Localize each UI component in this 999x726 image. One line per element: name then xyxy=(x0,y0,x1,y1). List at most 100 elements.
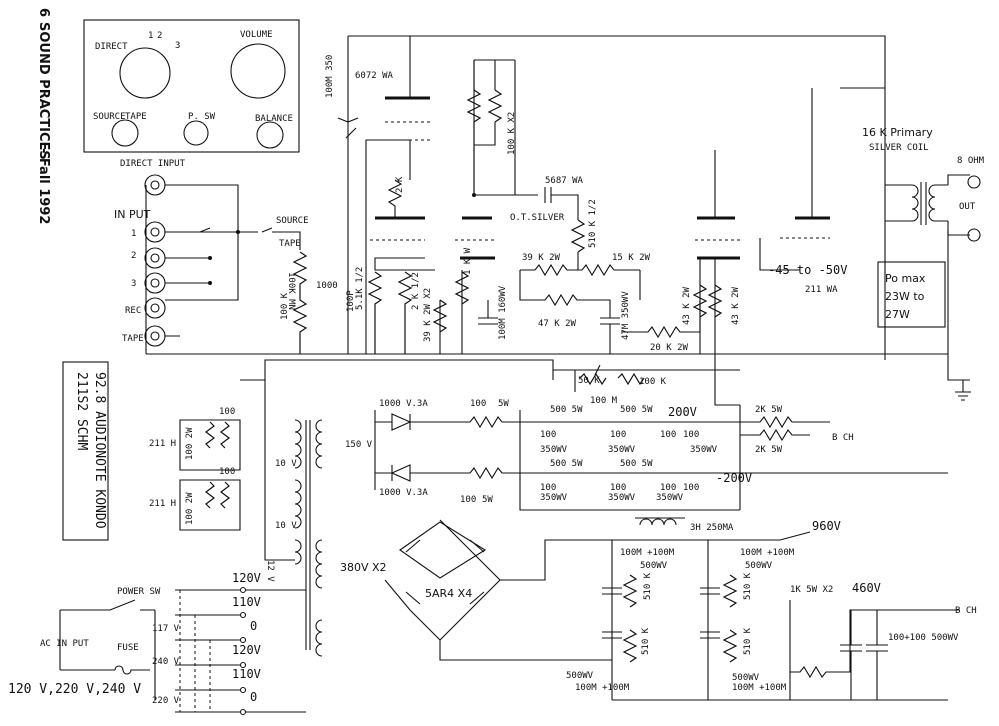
tube-5687-label: 5687 WA xyxy=(545,176,584,186)
power-supply: 150 V 380V X2 1000 V.3A 1000 V.3A 100 5W… xyxy=(315,354,977,701)
title-block: 211S2 SCHM 92.8 AUDIONOTE KONDO xyxy=(62,361,109,541)
r-2k-half-label: 2 K 1/2 xyxy=(411,272,421,310)
in-put-label: IN PUT xyxy=(114,208,151,221)
panel-source-label: SOURCE xyxy=(93,112,126,122)
filament-supplies: 211 H 211 H 100 100 100 2W 100 2W 10 V 1… xyxy=(149,359,554,650)
r-100k-b-label: 100 K xyxy=(639,377,667,387)
stage-5687: 100 K X2 5687 WA O.T.SILVER 510 K 1/2 39… xyxy=(423,59,598,354)
fil-211h-b-label: 211 H xyxy=(149,499,176,509)
title-line-1: 211S2 SCHM xyxy=(74,372,89,450)
v200-label: 200V xyxy=(668,405,697,419)
pot-100k-mn-label: 100K MN xyxy=(286,272,296,310)
panel-pos-2: 2 xyxy=(157,31,162,41)
tap-0-a: 0 xyxy=(250,619,257,633)
hv-150v-label: 150 V xyxy=(345,440,373,450)
out-label: OUT xyxy=(959,202,976,212)
direct-selector-knob xyxy=(119,47,171,99)
fil-10v-a-label: 10 V xyxy=(275,459,297,469)
r-100k-x2-label: 100 K X2 xyxy=(507,112,517,155)
fil-r100-2w-b-label: 100 2W xyxy=(185,492,195,525)
panel-volume-label: VOLUME xyxy=(240,30,273,40)
tap-0-b: 0 xyxy=(250,690,257,704)
c-100-100m-c: 100M +100M xyxy=(575,683,630,693)
po-max-line-1: Po max xyxy=(885,272,926,285)
c-100-d: 100 xyxy=(683,430,699,440)
r-2k-label: 2 K xyxy=(395,176,405,193)
power-sw-label: POWER SW xyxy=(117,587,161,597)
r-15k-2w-label: 15 K 2W xyxy=(612,253,651,263)
direct-input-label: DIRECT INPUT xyxy=(120,159,186,169)
panel-pos-3: 3 xyxy=(175,41,180,51)
input-section: DIRECT INPUT IN PUT 1 2 3 REC TAPE SOURC… xyxy=(114,159,338,354)
tape-jack-label: TAPE xyxy=(122,334,144,344)
ohm-label: 8 OHM xyxy=(957,156,985,166)
panel-tape-label: TAPE xyxy=(125,112,147,122)
panel-balance-label: BALANCE xyxy=(255,114,293,124)
r-100k-label: 100 K xyxy=(280,292,290,320)
c-100m-label: 100 M xyxy=(590,396,618,406)
c-100-100-500-label: 100+100 500WV xyxy=(888,633,959,643)
r-43k-2w-a-label: 43 K 2W xyxy=(682,286,692,325)
ac-input-label: AC IN PUT xyxy=(40,639,89,649)
v960-label: 960V xyxy=(812,519,841,533)
tap-110v-b: 110V xyxy=(232,667,261,681)
c-100-h: 100 xyxy=(683,483,699,493)
c-100-b: 100 xyxy=(610,430,626,440)
c-100-f: 100 xyxy=(610,483,626,493)
front-panel: DIRECT 1 2 3 VOLUME SOURCE TAPE P. SW BA… xyxy=(83,19,300,153)
r-50k-label: 50 K xyxy=(578,376,600,386)
fil-211h-a-label: 211 H xyxy=(149,439,176,449)
wv350-e: 350WV xyxy=(608,493,636,503)
tape-sw-label: TAPE xyxy=(279,239,301,249)
fuse-label: FUSE xyxy=(117,643,139,653)
vm200-label: -200V xyxy=(716,471,752,485)
r-2k-5w-a-label: 2K 5W xyxy=(755,405,783,415)
r-2k-5w-b-label: 2K 5W xyxy=(755,445,783,455)
r-500-5w-c: 500 5W xyxy=(550,459,583,469)
volume-knob xyxy=(230,43,286,99)
page-header: 6 SOUND PRACTICES - Fall 1992 xyxy=(36,8,51,224)
stage-211: -45 to -50V 211 WA Po max 23W to 27W xyxy=(695,88,946,328)
wv500-a: 500WV xyxy=(640,561,668,571)
balance-knob xyxy=(256,121,284,149)
wv500-c: 500WV xyxy=(566,671,594,681)
r-5-1k-label: 5.1K 1/2 xyxy=(355,267,365,310)
po-max-box xyxy=(877,261,946,328)
tap-110v-a: 110V xyxy=(232,595,261,609)
rec-jack-label: REC xyxy=(125,306,141,316)
diode-1-label: 1000 V.3A xyxy=(379,399,428,409)
c-47m-350-label: 47M 350WV xyxy=(621,291,631,340)
r-47k-2w-label: 47 K 2W xyxy=(538,319,577,329)
v240-label: 240 V xyxy=(152,657,180,667)
r-100-5w-a-value: 100 xyxy=(470,399,486,409)
mains-input: POWER SW FUSE AC IN PUT 120 V,220 V,240 … xyxy=(8,571,306,716)
wv350-a: 350WV xyxy=(540,445,568,455)
r-510k-b: 510 K xyxy=(641,627,651,655)
wv350-d: 350WV xyxy=(540,493,568,503)
title-line-2: 92.8 AUDIONOTE KONDO xyxy=(92,372,107,529)
power-switch xyxy=(183,120,209,146)
r-500-5w-d: 500 5W xyxy=(620,459,653,469)
r-510k-c: 510 K xyxy=(743,572,753,600)
fil-12v-label: 12 V xyxy=(265,560,275,582)
jack-1-label: 1 xyxy=(131,229,136,239)
output-transformer: 16 K Primary SILVER COIL 8 OHM OUT xyxy=(862,126,985,242)
wv500-d: 500WV xyxy=(732,673,760,683)
r-500-5w-b: 500 5W xyxy=(620,405,653,415)
c-100-e: 100 xyxy=(540,483,556,493)
r-500-5w-a: 500 5W xyxy=(550,405,583,415)
r-100-5w-b-value: 100 xyxy=(460,495,476,505)
r-100-5w-b-watt: 5W xyxy=(482,495,493,505)
po-max-line-3: 27W xyxy=(885,308,910,321)
v220-label: 220 V xyxy=(152,696,180,706)
c-100-100m-a: 100M +100M xyxy=(620,548,675,558)
source-sw-label: SOURCE xyxy=(276,216,309,226)
pot-1000-label: 1000 xyxy=(316,281,338,291)
source-tape-switch xyxy=(111,119,139,147)
jack-2-label: 2 xyxy=(131,251,136,261)
stage-6072: 6072 WA 2 K 100M 350 5.1K 1/2 2 K 1/2 10… xyxy=(325,36,435,354)
c-100-100m-d: 100M +100M xyxy=(732,683,787,693)
wv350-b: 350WV xyxy=(608,445,636,455)
panel-direct-label: DIRECT xyxy=(95,42,128,52)
